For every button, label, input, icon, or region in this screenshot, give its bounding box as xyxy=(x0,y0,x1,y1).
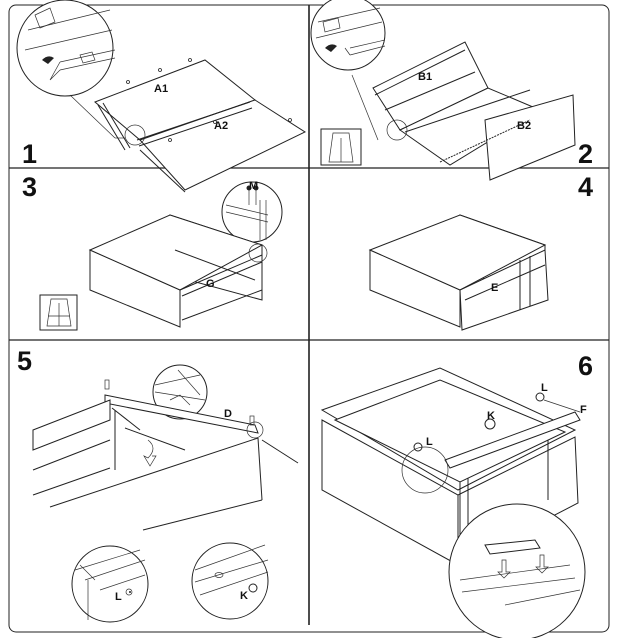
part-label-b2: B2 xyxy=(517,120,531,132)
detail-circle-k xyxy=(191,542,269,620)
part-label-k: K xyxy=(240,590,248,602)
detail-circle xyxy=(152,364,208,420)
part-label-g: G xyxy=(206,278,215,290)
step-number-6: 6 xyxy=(578,351,593,381)
front-frame-e xyxy=(459,249,549,331)
rail-f xyxy=(444,411,581,469)
part-label-l: L xyxy=(426,436,433,448)
part-label-m: M xyxy=(249,180,258,192)
part-label-l: L xyxy=(115,591,122,603)
orientation-icon xyxy=(39,294,78,331)
part-label-b1: B1 xyxy=(418,71,432,83)
part-label-f: F xyxy=(580,404,587,416)
rail-d xyxy=(104,394,259,434)
detail-circle xyxy=(448,503,586,638)
step-number-4: 4 xyxy=(578,172,593,202)
detail-circle xyxy=(16,0,114,97)
step-number-2: 2 xyxy=(578,139,593,169)
step-number-3: 3 xyxy=(22,172,37,202)
step-1-panel: A1 A2 1 xyxy=(16,0,307,193)
side-rail xyxy=(32,399,111,451)
cabinet-interior xyxy=(333,379,567,483)
part-label-d: D xyxy=(224,408,232,420)
detail-circle-l xyxy=(71,545,149,623)
base xyxy=(368,214,547,291)
step-2-panel: B1 B2 2 xyxy=(310,0,593,181)
part-label-a2: A2 xyxy=(214,120,228,132)
part-label-l-top: L xyxy=(541,382,548,394)
step-3-panel: M G 3 xyxy=(22,172,283,331)
step-4-panel: E 4 xyxy=(368,172,593,331)
step-5-panel: D L K 5 xyxy=(17,346,299,623)
part-label-a1: A1 xyxy=(154,83,168,95)
cap-piece xyxy=(484,539,541,555)
step-6-panel: L F K L 6 xyxy=(320,351,593,638)
step-number-5: 5 xyxy=(17,346,32,376)
panel-b2 xyxy=(484,94,576,181)
step-number-1: 1 xyxy=(22,139,37,169)
part-label-e: E xyxy=(491,282,498,294)
part-label-k: K xyxy=(487,410,495,422)
detail-circle xyxy=(310,0,386,71)
